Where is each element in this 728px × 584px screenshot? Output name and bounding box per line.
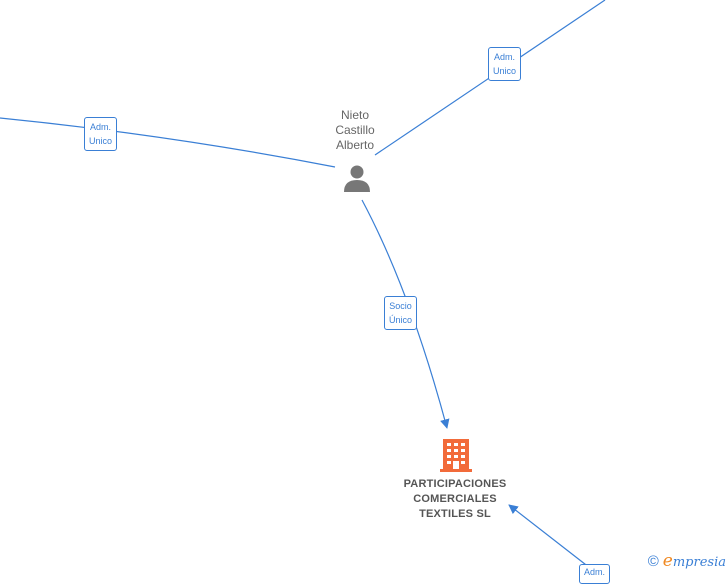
- edge-label-line: Adm.: [494, 52, 516, 62]
- edge-label-adm-bottomright[interactable]: Adm.: [579, 564, 611, 584]
- person-name-line: Alberto: [335, 138, 375, 152]
- brand-rest: mpresia: [672, 555, 726, 570]
- company-name-line: TEXTILES SL: [419, 508, 491, 520]
- edge-left-to-person: [0, 117, 336, 168]
- building-icon[interactable]: [440, 437, 472, 473]
- company-node-name[interactable]: PARTICIPACIONES COMERCIALES TEXTILES SL: [385, 477, 525, 522]
- brand-initial: e: [662, 551, 673, 571]
- edge-label-line: Adm.: [584, 567, 606, 577]
- edge-label-line: Adm.: [90, 122, 112, 132]
- edge-label-line: Único: [389, 315, 413, 325]
- edge-label-adm-unico-left[interactable]: Adm. Unico: [84, 117, 118, 151]
- edge-label-line: Unico: [89, 136, 113, 146]
- edge-label-socio-unico[interactable]: Socio Único: [384, 296, 418, 330]
- edge-label-adm-unico-topright[interactable]: Adm. Unico: [488, 47, 522, 81]
- person-icon[interactable]: [342, 163, 372, 193]
- edge-bottomright-to-company: [508, 504, 591, 569]
- person-name-line: Nieto: [340, 108, 369, 122]
- company-name-line: COMERCIALES: [413, 493, 497, 505]
- copyright-icon: ©: [647, 553, 659, 570]
- empresia-watermark: © empresia: [647, 552, 726, 572]
- person-node-name[interactable]: Nieto Castillo Alberto: [320, 108, 390, 153]
- person-name-line: Castillo: [335, 123, 375, 137]
- edge-label-line: Socio: [389, 301, 412, 311]
- edge-label-line: Unico: [493, 66, 517, 76]
- company-name-line: PARTICIPACIONES: [403, 478, 507, 490]
- brand-logo: empresia: [663, 552, 726, 572]
